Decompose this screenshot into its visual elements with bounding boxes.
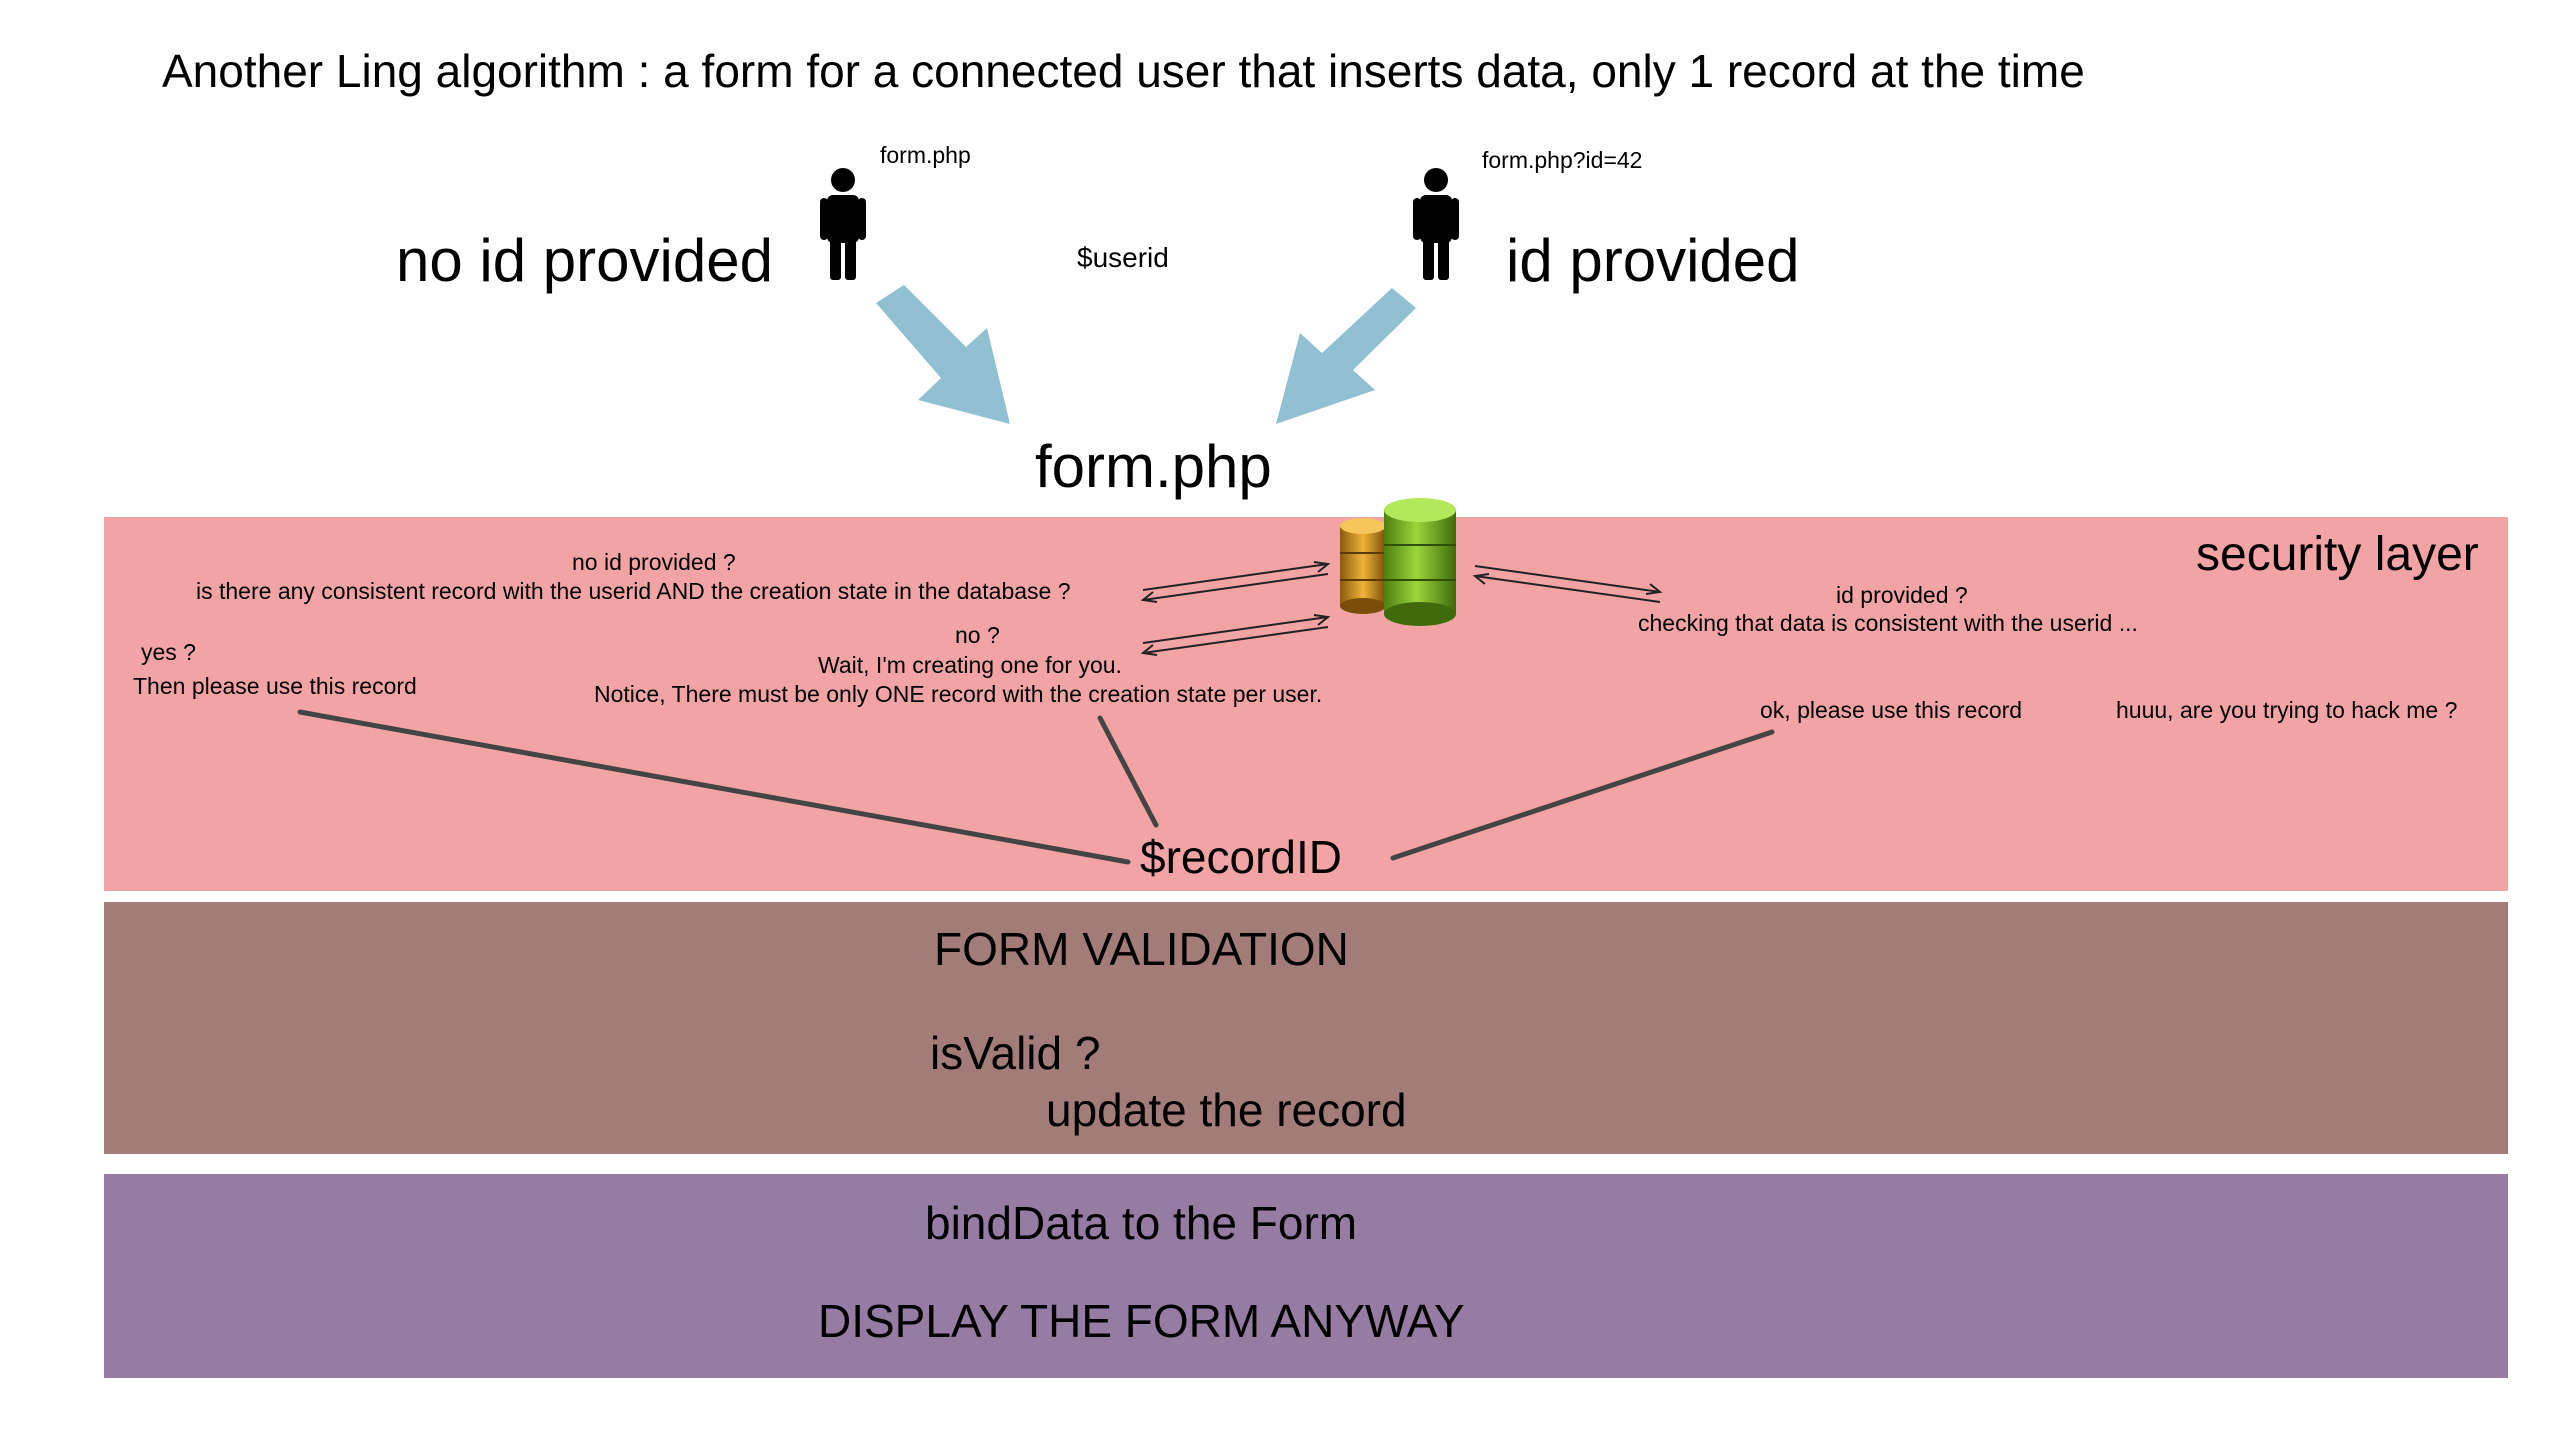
user-no-id-icon — [820, 168, 866, 280]
checking-consistency-message: checking that data is consistent with th… — [1638, 610, 2138, 636]
update-record-label: update the record — [1046, 1084, 1407, 1136]
no-id-question: no id provided ? — [572, 549, 736, 575]
left-url-label: form.php — [880, 142, 971, 168]
left-arrow-icon — [876, 285, 1010, 424]
diagram-title: Another Ling algorithm : a form for a co… — [162, 45, 2085, 97]
form-validation-layer — [104, 902, 2508, 1154]
id-provided-question: id provided ? — [1836, 582, 1968, 608]
bind-data-label: bindData to the Form — [925, 1197, 1358, 1249]
display-form-label: DISPLAY THE FORM ANYWAY — [818, 1295, 1465, 1347]
consistent-record-question: is there any consistent record with the … — [196, 578, 1071, 604]
right-arrow-icon — [1276, 288, 1416, 424]
id-provided-label: id provided — [1506, 227, 1800, 294]
use-record-message: Then please use this record — [133, 673, 417, 699]
record-id-label: $recordID — [1140, 831, 1342, 883]
form-php-label: form.php — [1035, 433, 1272, 500]
ok-use-record-message: ok, please use this record — [1760, 697, 2023, 723]
userid-label: $userid — [1077, 242, 1169, 273]
notice-message: Notice, There must be only ONE record wi… — [594, 681, 1323, 707]
is-valid-label: isValid ? — [930, 1027, 1101, 1079]
no-id-provided-label: no id provided — [396, 227, 773, 294]
yes-question: yes ? — [141, 639, 196, 665]
hack-warning-message: huuu, are you trying to hack me ? — [2116, 697, 2458, 723]
right-url-label: form.php?id=42 — [1482, 147, 1643, 173]
creating-record-message: Wait, I'm creating one for you. — [818, 652, 1122, 678]
security-layer-heading: security layer — [2196, 528, 2479, 581]
display-layer — [104, 1174, 2508, 1378]
form-validation-heading: FORM VALIDATION — [934, 923, 1349, 975]
user-with-id-icon — [1413, 168, 1459, 280]
no-question: no ? — [955, 622, 1000, 648]
